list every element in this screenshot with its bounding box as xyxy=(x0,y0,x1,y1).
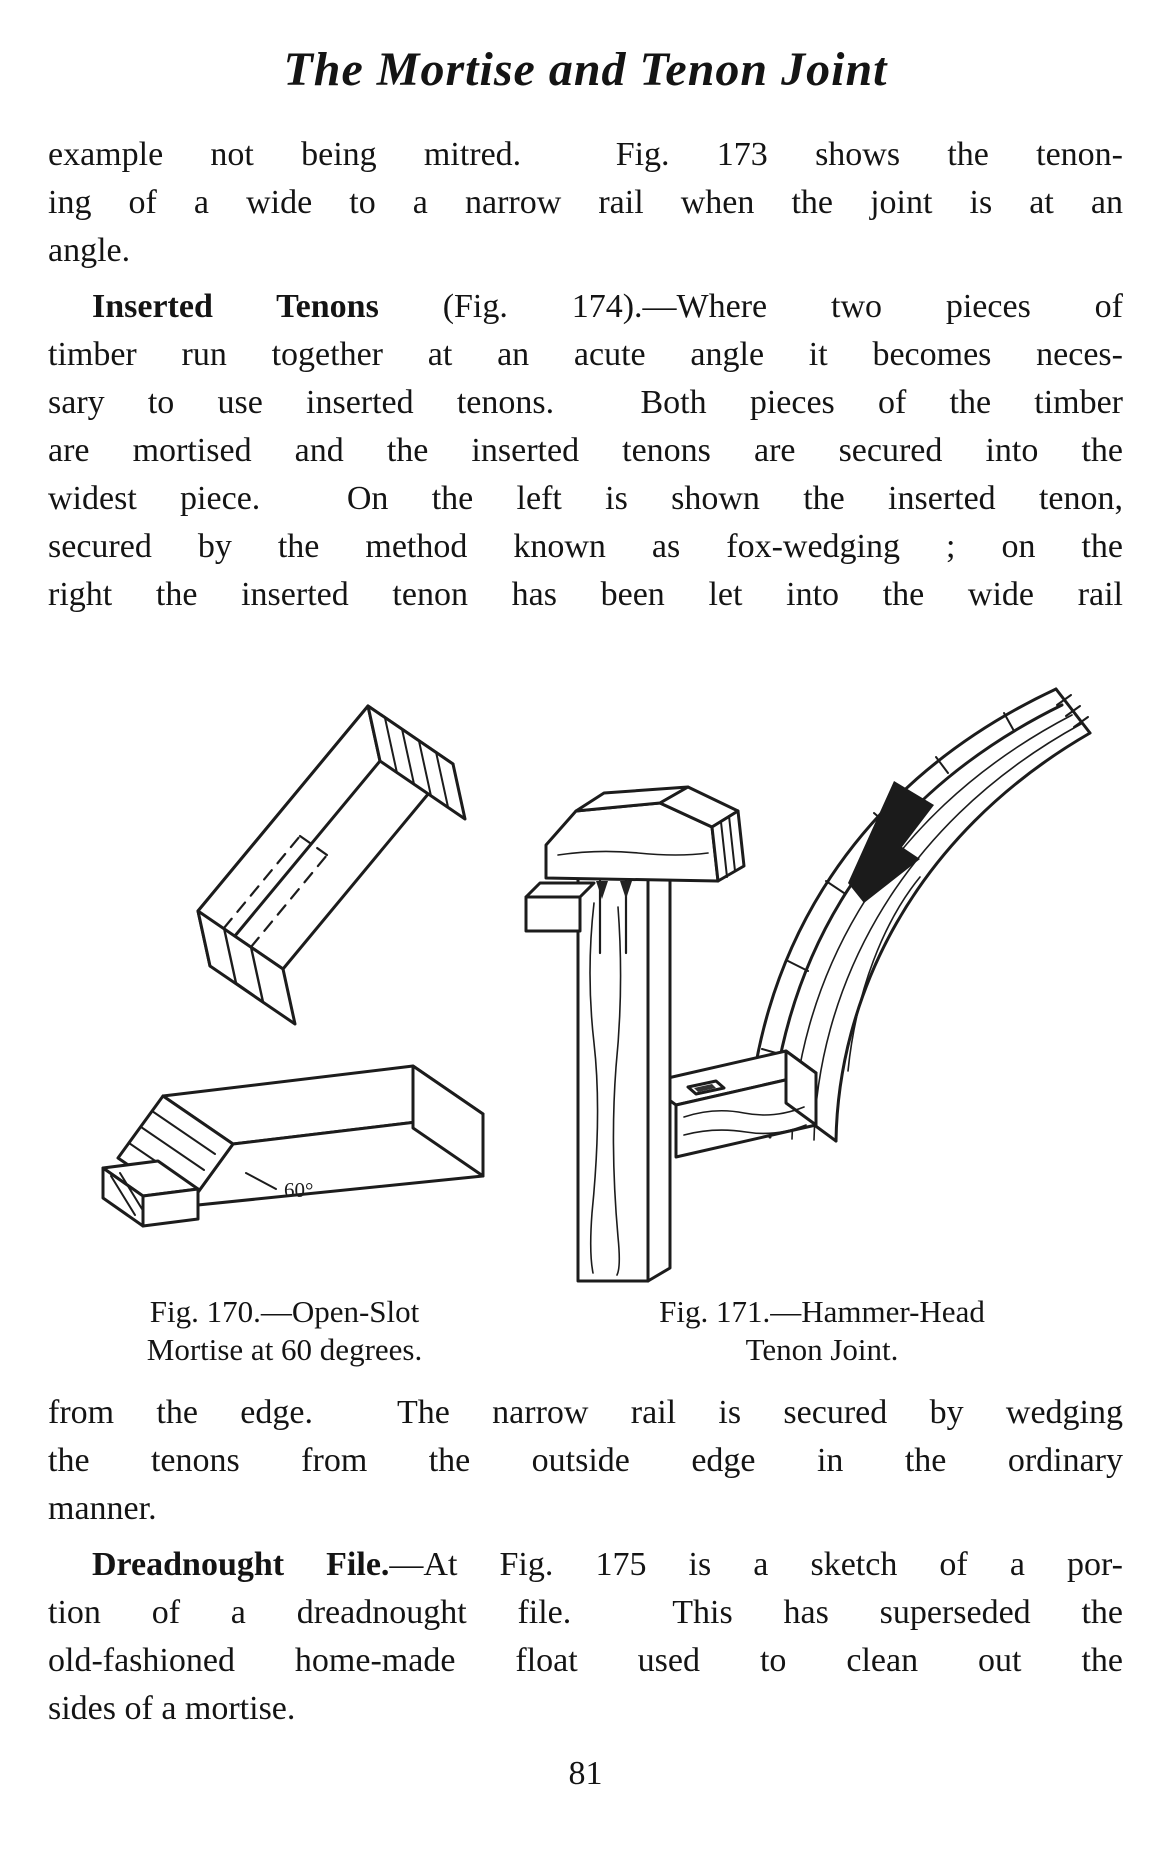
text-line: timber run together at an acute angle it… xyxy=(48,336,1123,373)
paragraph-1: example not being mitred. Fig. 173 shows… xyxy=(48,131,1123,275)
figure-caption-171: Fig. 171.—Hammer-Head Tenon Joint. xyxy=(521,1293,1123,1369)
page-title: The Mortise and Tenon Joint xyxy=(283,43,888,96)
caption-line: Fig. 171.—Hammer-Head xyxy=(659,1294,985,1329)
text-line: Inserted Tenons (Fig. 174).—Where two pi… xyxy=(48,283,1123,331)
text-line: angle. xyxy=(48,232,131,269)
paragraph-lead: Dreadnought File. xyxy=(92,1546,390,1583)
text-line: widest piece. On the left is shown the i… xyxy=(48,480,1123,517)
caption-line: Tenon Joint. xyxy=(745,1332,899,1367)
caption-line: Fig. 170.—Open-Slot xyxy=(149,1294,420,1329)
text-line: example not being mitred. Fig. 173 shows… xyxy=(48,136,1123,173)
text-line: sides of a mortise. xyxy=(48,1690,296,1727)
figure-captions: Fig. 170.—Open-Slot Mortise at 60 degree… xyxy=(48,1293,1123,1369)
caption-line: Mortise at 60 degrees. xyxy=(146,1332,423,1367)
figures-illustration: 60° xyxy=(101,687,1092,1283)
book-page: The Mortise and Tenon Joint example not … xyxy=(48,43,1123,1792)
text-line: secured by the method known as fox-wedgi… xyxy=(48,528,1123,565)
fig171-illustration xyxy=(524,687,1092,1283)
text-line: are mortised and the inserted tenons are… xyxy=(48,432,1123,469)
angle-label: 60° xyxy=(284,1178,313,1202)
text-line: manner. xyxy=(48,1490,157,1527)
fig170-illustration xyxy=(101,704,485,1228)
text-run: —At Fig. 175 is a sketch of a por- xyxy=(389,1546,1123,1583)
paragraph-4: Dreadnought File.—At Fig. 175 is a sketc… xyxy=(48,1541,1123,1733)
text-line: tion of a dreadnought file. This has sup… xyxy=(48,1594,1123,1631)
paragraph-lead: Inserted Tenons xyxy=(92,288,379,325)
figure-caption-170: Fig. 170.—Open-Slot Mortise at 60 degree… xyxy=(48,1293,521,1369)
paragraph-3: from the edge. The narrow rail is secure… xyxy=(48,1389,1123,1533)
text-run: (Fig. 174).—Where two pieces of xyxy=(378,288,1123,325)
text-line: ing of a wide to a narrow rail when the … xyxy=(48,184,1123,221)
text-line: old-fashioned home-made float used to cl… xyxy=(48,1642,1123,1679)
page-number: 81 xyxy=(568,1755,603,1792)
text-line: Dreadnought File.—At Fig. 175 is a sketc… xyxy=(48,1541,1123,1589)
text-line: from the edge. The narrow rail is secure… xyxy=(48,1394,1123,1431)
paragraph-2: Inserted Tenons (Fig. 174).—Where two pi… xyxy=(48,283,1123,619)
text-line: right the inserted tenon has been let in… xyxy=(48,576,1123,613)
text-line: sary to use inserted tenons. Both pieces… xyxy=(48,384,1123,421)
text-line: the tenons from the outside edge in the … xyxy=(48,1442,1123,1479)
figure-area: 60° xyxy=(48,641,1123,1369)
